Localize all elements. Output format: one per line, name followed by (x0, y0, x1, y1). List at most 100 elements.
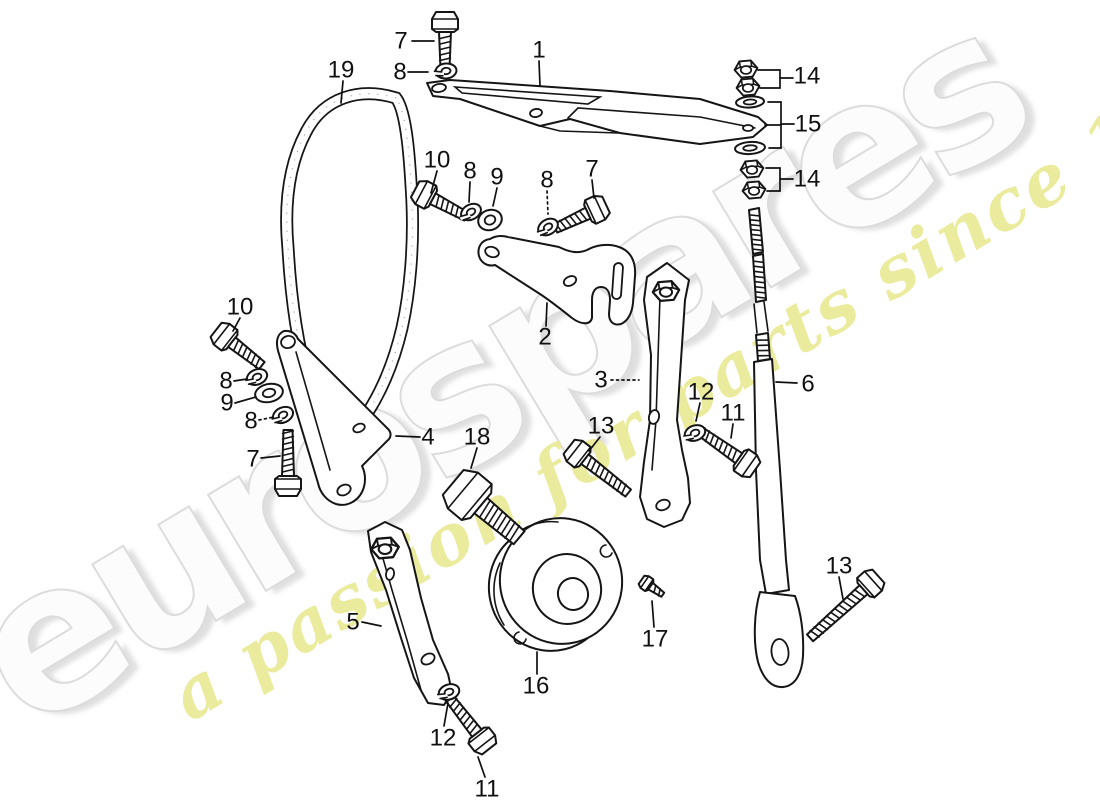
bolt-11-lower (442, 691, 498, 756)
bolt-11-upper (695, 426, 762, 479)
part-number-label: 16 (523, 673, 550, 700)
part-number-label: 7 (585, 156, 598, 183)
bolt-7-lower-left (274, 429, 302, 497)
bolt-head (431, 11, 459, 33)
leader-line (233, 378, 248, 382)
bolt-head (856, 568, 886, 599)
part-number-label: 12 (430, 725, 457, 752)
leader-line (695, 402, 701, 422)
leader-line (258, 416, 275, 421)
part-number-label: 12 (688, 379, 715, 406)
leader-line (468, 181, 471, 203)
leader-line (838, 576, 844, 600)
lock-washer (271, 405, 295, 425)
leader-line (430, 170, 438, 194)
bolt-head (274, 475, 302, 497)
leader-line (546, 190, 549, 215)
part-3-arm-bracket (639, 262, 691, 528)
leader-line (651, 600, 655, 628)
bolt-head (562, 438, 592, 469)
bolt-shank (552, 206, 592, 234)
hex-nut (651, 279, 681, 303)
part-number-label: 8 (219, 368, 232, 395)
bolt-10-left (209, 321, 266, 371)
part-number-label: 14 (794, 63, 821, 90)
part-4-gusset-bracket (275, 329, 392, 506)
part-number-label: 13 (588, 413, 615, 440)
leader-line (765, 167, 781, 192)
part-2-hook-bracket (477, 234, 637, 326)
part-number-label: 8 (463, 158, 476, 185)
part-number-label: 18 (464, 424, 491, 451)
leader-line (395, 435, 421, 438)
part-6-tension-rod (748, 207, 805, 689)
lock-washer (245, 368, 269, 386)
part-number-label: 3 (594, 367, 607, 394)
bolt-7-top (431, 11, 459, 69)
part-number-label: 7 (394, 28, 407, 55)
leader-line (260, 455, 281, 459)
part-number-label: 15 (795, 111, 822, 138)
part-number-label: 4 (421, 424, 434, 451)
part-number-label: 10 (227, 294, 254, 321)
part-number-label: 11 (475, 776, 500, 800)
part-number-label: 11 (721, 400, 746, 427)
part-1-support-bracket (426, 79, 768, 145)
leader-line (232, 317, 241, 332)
part-number-label: 9 (220, 390, 233, 417)
leader-line (775, 381, 798, 384)
part-number-label: 2 (538, 324, 551, 351)
part-number-label: 8 (393, 59, 406, 86)
leader-line (477, 756, 486, 778)
part-16-pulley (487, 517, 624, 652)
flat-washer (477, 208, 503, 232)
leader-line (361, 621, 382, 627)
bolt-shank (647, 581, 666, 598)
leader-line (588, 436, 601, 452)
lock-washer (433, 62, 458, 80)
flat-washer (735, 95, 765, 109)
leader-line (340, 80, 344, 104)
part-number-label: 8 (244, 408, 257, 435)
hex-nut (370, 536, 400, 560)
part-number-label: 13 (826, 553, 853, 580)
lock-washer (459, 202, 482, 222)
leader-line (730, 423, 734, 439)
part-number-label: 8 (540, 167, 553, 194)
part-number-label: 10 (424, 147, 451, 174)
part-number-label: 6 (801, 371, 814, 398)
part-number-label: 7 (246, 446, 259, 473)
bolt-shank (473, 496, 526, 546)
bolt-17-small (637, 574, 666, 598)
bolt-7-middle (552, 194, 611, 234)
bolt-13-right (806, 568, 886, 643)
bolt-head (441, 469, 493, 522)
bolt-head (467, 726, 498, 756)
leader-line (591, 179, 595, 199)
hex-nut (735, 77, 761, 97)
leader-line (492, 187, 498, 207)
hex-nut (733, 59, 759, 79)
lock-washer (436, 683, 461, 701)
bolt-18-pulley (441, 469, 526, 546)
hex-nut (739, 159, 765, 179)
leader-line (443, 702, 449, 727)
part-number-label: 9 (490, 164, 503, 191)
bolt-13-left (562, 438, 632, 498)
bolt-shank (227, 336, 266, 371)
leader-line (757, 69, 781, 89)
bolt-head (209, 321, 239, 352)
leader-line (470, 447, 478, 469)
part-number-label: 14 (794, 166, 821, 193)
part-number-label: 17 (642, 626, 669, 653)
bolt-10-middle (409, 180, 470, 222)
lock-washer (683, 424, 707, 442)
hex-nut (741, 180, 767, 200)
flat-washer (254, 382, 284, 404)
leader-line (234, 396, 257, 404)
leader-line (538, 60, 541, 87)
part-number-label: 5 (346, 609, 359, 636)
hardware-group (209, 11, 886, 756)
